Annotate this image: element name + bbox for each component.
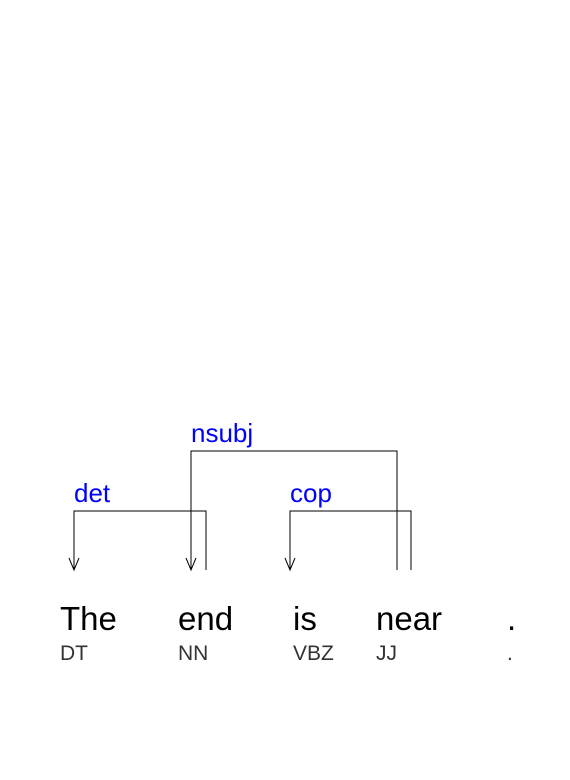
relation-label-det: det <box>74 478 111 508</box>
token-tag-4: . <box>507 642 513 665</box>
relation-labels: det nsubj cop <box>74 418 332 508</box>
relation-label-cop: cop <box>290 478 332 508</box>
relation-label-nsubj: nsubj <box>191 418 253 448</box>
token-word-2: is <box>293 600 317 637</box>
arrowhead-nsubj <box>185 557 197 572</box>
token-word-0: The <box>60 600 117 637</box>
token-word-4: . <box>507 600 516 637</box>
token-tag-2: VBZ <box>293 642 334 665</box>
arrowhead-det <box>68 557 80 572</box>
edge-det <box>73 510 207 570</box>
token-tag-0: DT <box>60 642 88 665</box>
token-word-3: near <box>376 600 442 637</box>
edge-cop <box>289 510 412 570</box>
token-tag-1: NN <box>178 642 208 665</box>
token-tag-3: JJ <box>376 642 397 665</box>
dependency-edges <box>68 450 412 572</box>
token-word-1: end <box>178 600 233 637</box>
arrowhead-cop <box>284 557 296 572</box>
